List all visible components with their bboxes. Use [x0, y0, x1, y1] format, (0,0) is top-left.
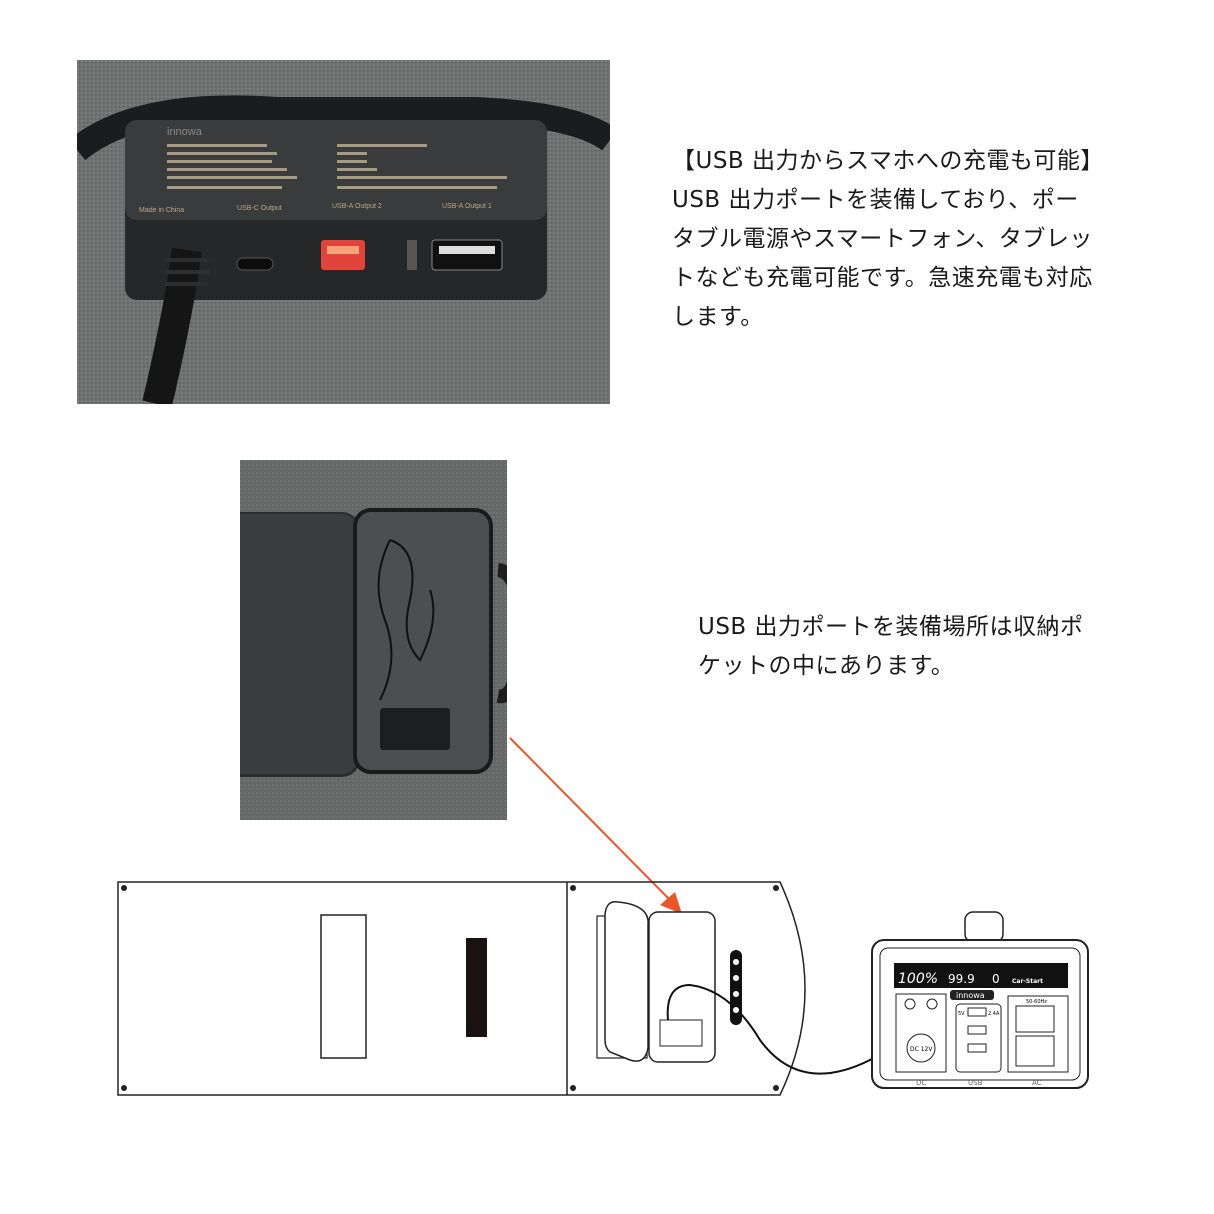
- port-location-description: USB 出力ポートを装備場所は収納ポ ケットの中にあります。: [698, 608, 1084, 686]
- cable: [142, 247, 202, 404]
- arrowhead-icon: [660, 892, 682, 914]
- mode-readout: Car-Start: [1012, 978, 1043, 985]
- ac-outlet: [1015, 1035, 1055, 1067]
- usb-current: 2.4A: [988, 1011, 1000, 1017]
- usb-c-label: USB-C Output: [237, 205, 282, 212]
- usb-output-description: 【USB 出力からスマホへの充電も可能】 USB 出力ポートを装備しており、ポー…: [672, 142, 1104, 337]
- label-plate: [320, 914, 367, 1059]
- usb-a2-label: USB-A Output 2: [332, 203, 382, 210]
- usb-a1-label: USB-A Output 1: [442, 203, 492, 210]
- usb-adapter-photo: innowa Made in China USB-C Output USB-A …: [77, 60, 610, 404]
- text-line: トなども充電可能です。急速充電も対応: [672, 265, 1093, 291]
- section-label-usb: USB: [968, 1079, 983, 1087]
- solar-panel-pocket-photo: [240, 460, 507, 820]
- usb-voltage: 5V: [958, 1011, 965, 1017]
- section-label-ac: AC: [1032, 1079, 1042, 1087]
- usb-c-port: [236, 257, 274, 271]
- usb-adapter: [659, 1019, 703, 1047]
- made-in-label: Made in China: [139, 207, 184, 214]
- text-line: タブル電源やスマートフォン、タブレッ: [672, 226, 1093, 252]
- solar-panel-outline: [117, 881, 806, 1096]
- text-line: USB 出力ポートを装備しており、ポー: [672, 187, 1079, 213]
- battery-readout: 100%: [898, 971, 938, 987]
- ac-outlet: [1015, 1005, 1055, 1033]
- pointer-arrow: [509, 737, 671, 901]
- portable-power-station: 100% 99.9 0 Car-Start innowa DC 12V 5V 2…: [871, 911, 1089, 1089]
- text-line: ケットの中にあります。: [698, 653, 955, 679]
- text-line: USB 出力ポートを装備場所は収納ポ: [698, 614, 1084, 640]
- brand-logo: innowa: [167, 126, 203, 138]
- lcd-display: [894, 963, 1068, 988]
- dc-socket-label: DC 12V: [910, 1046, 933, 1053]
- heading-line: 【USB 出力からスマホへの充電も可能】: [672, 148, 1104, 174]
- black-strip: [466, 938, 487, 1037]
- handle: [730, 950, 742, 1025]
- text-line: します。: [672, 304, 764, 330]
- brand-logo: innowa: [956, 991, 985, 1000]
- time-readout: 99.9: [948, 972, 975, 986]
- section-label-dc: DC: [916, 1079, 926, 1087]
- ac-frequency: 50-60Hz: [1026, 999, 1047, 1005]
- watts-readout: 0: [992, 972, 1000, 986]
- usb-adapter: [380, 708, 450, 750]
- pocket-flap: [604, 901, 649, 1062]
- dc-socket: [906, 1033, 936, 1063]
- pocket-interior: [353, 508, 493, 774]
